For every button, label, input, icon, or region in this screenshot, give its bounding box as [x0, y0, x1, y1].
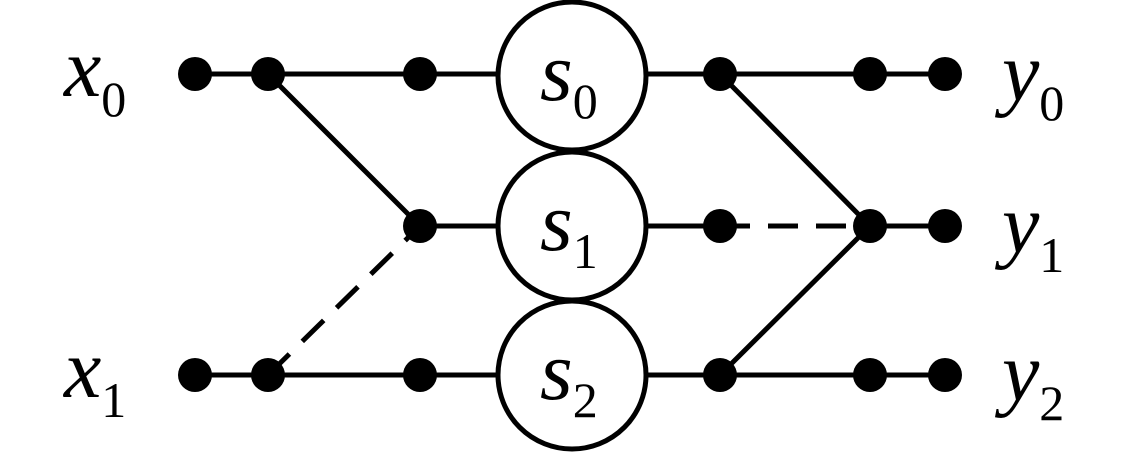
edge-x0-to-s1-diagonal [266, 72, 422, 228]
node-s1-output [703, 209, 737, 243]
node-y2-pre [853, 358, 887, 392]
edge-s0-to-y1-diagonal [718, 72, 872, 228]
node-s0-input [403, 57, 437, 91]
node-y1-merge [853, 209, 887, 243]
node-s2-input [403, 358, 437, 392]
node-s1-input [403, 209, 437, 243]
block-s0: s0 [495, 0, 649, 153]
node-y2-terminal [928, 358, 962, 392]
node-x1-terminal [178, 358, 212, 392]
node-x1-split [251, 358, 285, 392]
block-s1-label: s1 [540, 176, 598, 279]
node-y1-terminal [928, 209, 962, 243]
input-label-x0: x0 [62, 22, 126, 127]
output-label-y0: y0 [994, 26, 1064, 131]
node-s2-split [703, 358, 737, 392]
edge-s2-to-y1-diagonal [718, 224, 872, 377]
node-x0-split [251, 57, 285, 91]
node-y0-pre [853, 57, 887, 91]
node-y0-terminal [928, 57, 962, 91]
block-s2: s2 [495, 298, 649, 452]
node-s0-split [703, 57, 737, 91]
output-label-y1: y1 [994, 178, 1064, 283]
block-s0-label: s0 [540, 26, 598, 129]
node-x0-terminal [178, 57, 212, 91]
edge-x1-to-s1-dashed [266, 224, 422, 377]
output-label-y2: y2 [994, 326, 1064, 431]
input-label-x1: x1 [62, 323, 126, 428]
block-s2-label: s2 [540, 325, 598, 428]
block-s1: s1 [495, 149, 649, 303]
